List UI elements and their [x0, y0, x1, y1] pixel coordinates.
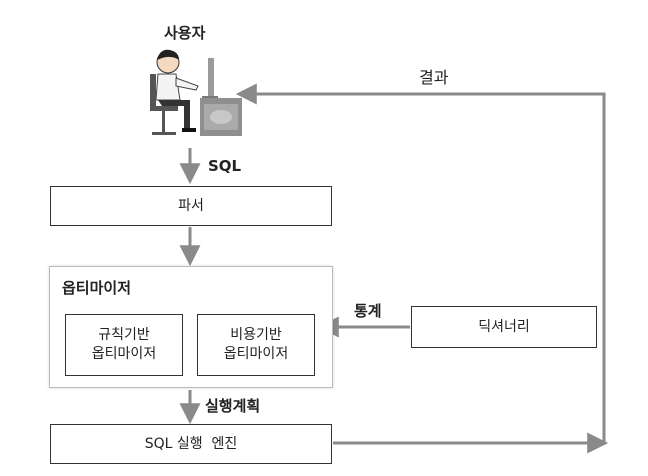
edge-label-sql: SQL [208, 157, 242, 175]
optimizer-label: 옵티마이저 [62, 279, 132, 297]
sql-engine-box: SQL 실행 엔진 [50, 424, 332, 464]
person-at-computer-icon [150, 49, 242, 136]
user-label: 사용자 [164, 24, 206, 42]
rule-optimizer-line-2: 옵티마이저 [91, 346, 157, 362]
rule-based-optimizer-box: 규칙기반 옵티마이저 [65, 314, 183, 376]
edge-label-stats: 통계 [354, 302, 382, 320]
rule-optimizer-line-1: 규칙기반 [98, 327, 150, 344]
edge-label-result: 결과 [419, 68, 449, 87]
cost-optimizer-line-2: 옵티마이저 [223, 346, 289, 362]
parser-box: 파서 [50, 186, 332, 226]
cost-optimizer-line-1: 비용기반 [230, 327, 282, 344]
dictionary-box: 딕셔너리 [411, 306, 597, 348]
edge-label-plan: 실행계획 [205, 397, 261, 415]
cost-based-optimizer-box: 비용기반 옵티마이저 [197, 314, 315, 376]
arrow-result-to-user [235, 83, 606, 443]
